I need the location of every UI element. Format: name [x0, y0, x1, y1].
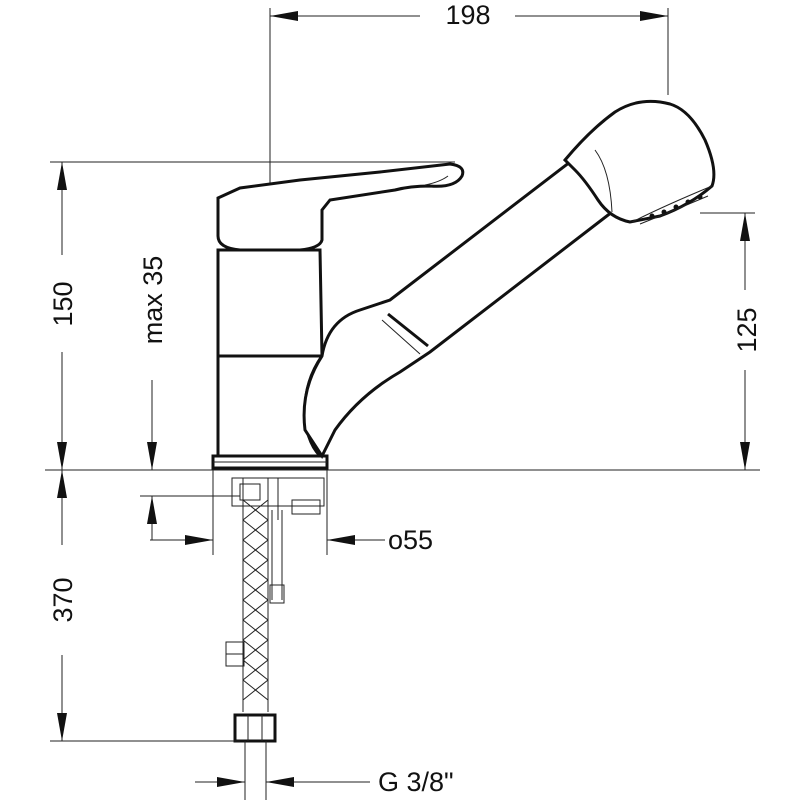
dimension-depth: 370 [48, 470, 240, 742]
dimension-height: 150 [48, 161, 455, 470]
dimension-label-max-35: max 35 [138, 256, 168, 345]
under-deck-assembly [225, 477, 325, 800]
cartridge-body [216, 248, 324, 358]
spout-tube [302, 149, 614, 460]
spray-nozzle-icon [649, 194, 703, 219]
dimension-label-o55: o55 [388, 525, 433, 555]
dimension-label-198: 198 [445, 0, 490, 30]
braided-hose [242, 478, 269, 712]
dimension-thread: G 3/8" [195, 767, 454, 797]
dimension-max-35: max 35 [138, 256, 240, 540]
lever-handle [216, 162, 465, 252]
dimension-diameter: o55 [150, 470, 433, 555]
dimension-label-150: 150 [48, 281, 78, 326]
spout-collar [387, 312, 429, 348]
dimension-label-thread: G 3/8" [378, 767, 454, 797]
dimension-label-125: 125 [732, 307, 762, 352]
spray-head [562, 99, 716, 224]
pullout-spout [302, 99, 716, 460]
dimension-label-370: 370 [48, 577, 78, 622]
dimension-spout-height: 125 [700, 212, 762, 470]
hose-nut [233, 713, 277, 743]
faucet-body [211, 162, 465, 470]
dimension-width: 198 [269, 0, 669, 270]
